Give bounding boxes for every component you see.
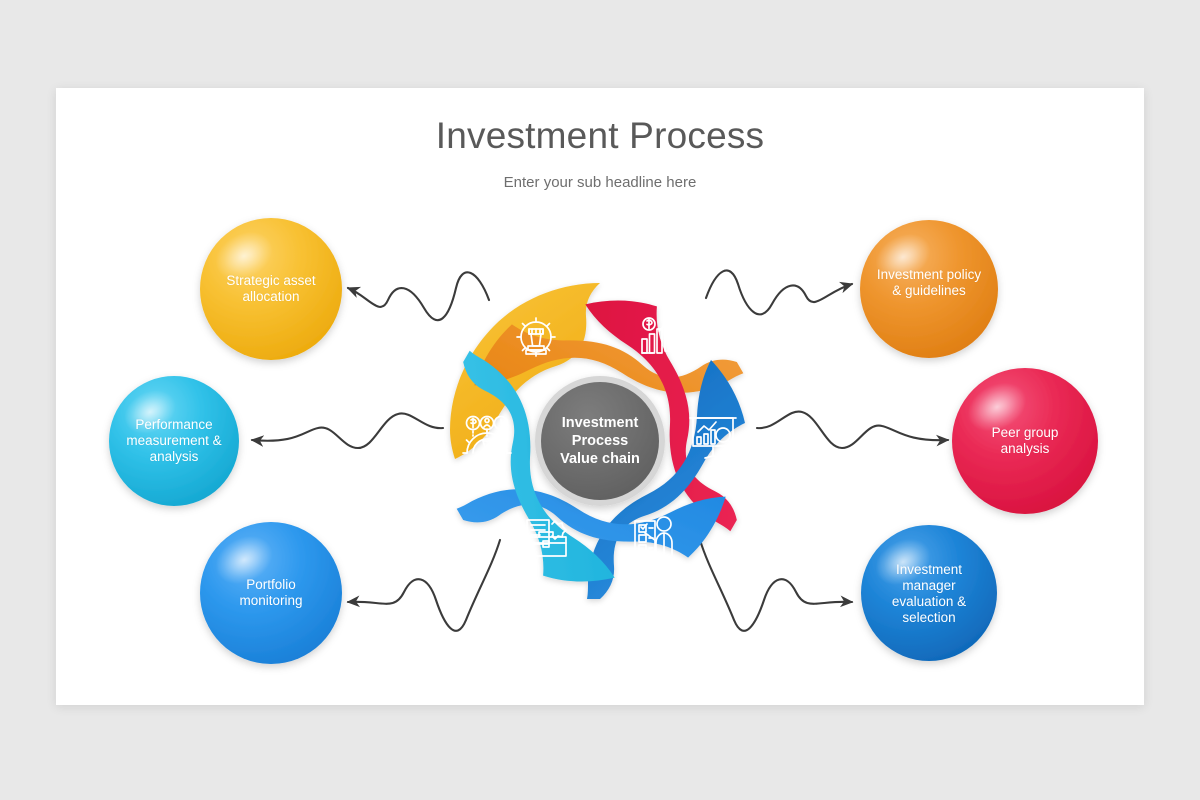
bubble-gloss: [875, 233, 931, 281]
connector-strategic-asset-allocation: [346, 271, 491, 322]
page-subtitle: Enter your sub headline here: [503, 174, 697, 191]
center-hub[interactable]: [535, 376, 665, 506]
bubble-gloss: [875, 538, 931, 586]
connector-performance-measurement: [250, 412, 445, 450]
petal-investment-manager[interactable]: [587, 360, 745, 599]
person-checklist-icon: [634, 516, 673, 556]
petal-portfolio-monitoring[interactable]: [456, 389, 743, 645]
page-title: Investment Process: [435, 115, 765, 156]
bubble-investment-manager[interactable]: [861, 525, 997, 661]
bubble-investment-policy[interactable]: [860, 220, 998, 358]
bubble-gloss: [215, 232, 273, 280]
presentation-analysis-magnifier-icon: [689, 417, 737, 459]
bubble-strategic-asset-allocation[interactable]: [200, 218, 342, 360]
connector-portfolio-monitoring: [346, 538, 502, 632]
gauge-metrics-icon: [462, 415, 512, 454]
outer-bubbles: [109, 218, 1098, 664]
connector-group: [250, 269, 950, 632]
bubble-gloss: [967, 382, 1027, 432]
bubble-gloss: [124, 390, 176, 434]
bubble-portfolio-monitoring[interactable]: [200, 522, 342, 664]
bubble-peer-group-analysis[interactable]: [952, 368, 1098, 514]
growth-chart-certificate-icon: [641, 317, 682, 356]
connector-investment-policy: [704, 269, 854, 316]
petal-peer-group-analysis[interactable]: [523, 275, 809, 532]
connector-investment-manager: [698, 538, 854, 632]
bubble-gloss: [215, 536, 273, 584]
briefcase-document-gear-icon: [525, 519, 567, 557]
chess-rook-gear-icon: [516, 317, 556, 357]
connector-peer-group-analysis: [755, 410, 950, 450]
bubble-performance-measurement[interactable]: [109, 376, 239, 506]
petal-icons: [462, 317, 737, 557]
petal-investment-policy[interactable]: [457, 236, 744, 492]
center-wheel: [450, 236, 809, 645]
